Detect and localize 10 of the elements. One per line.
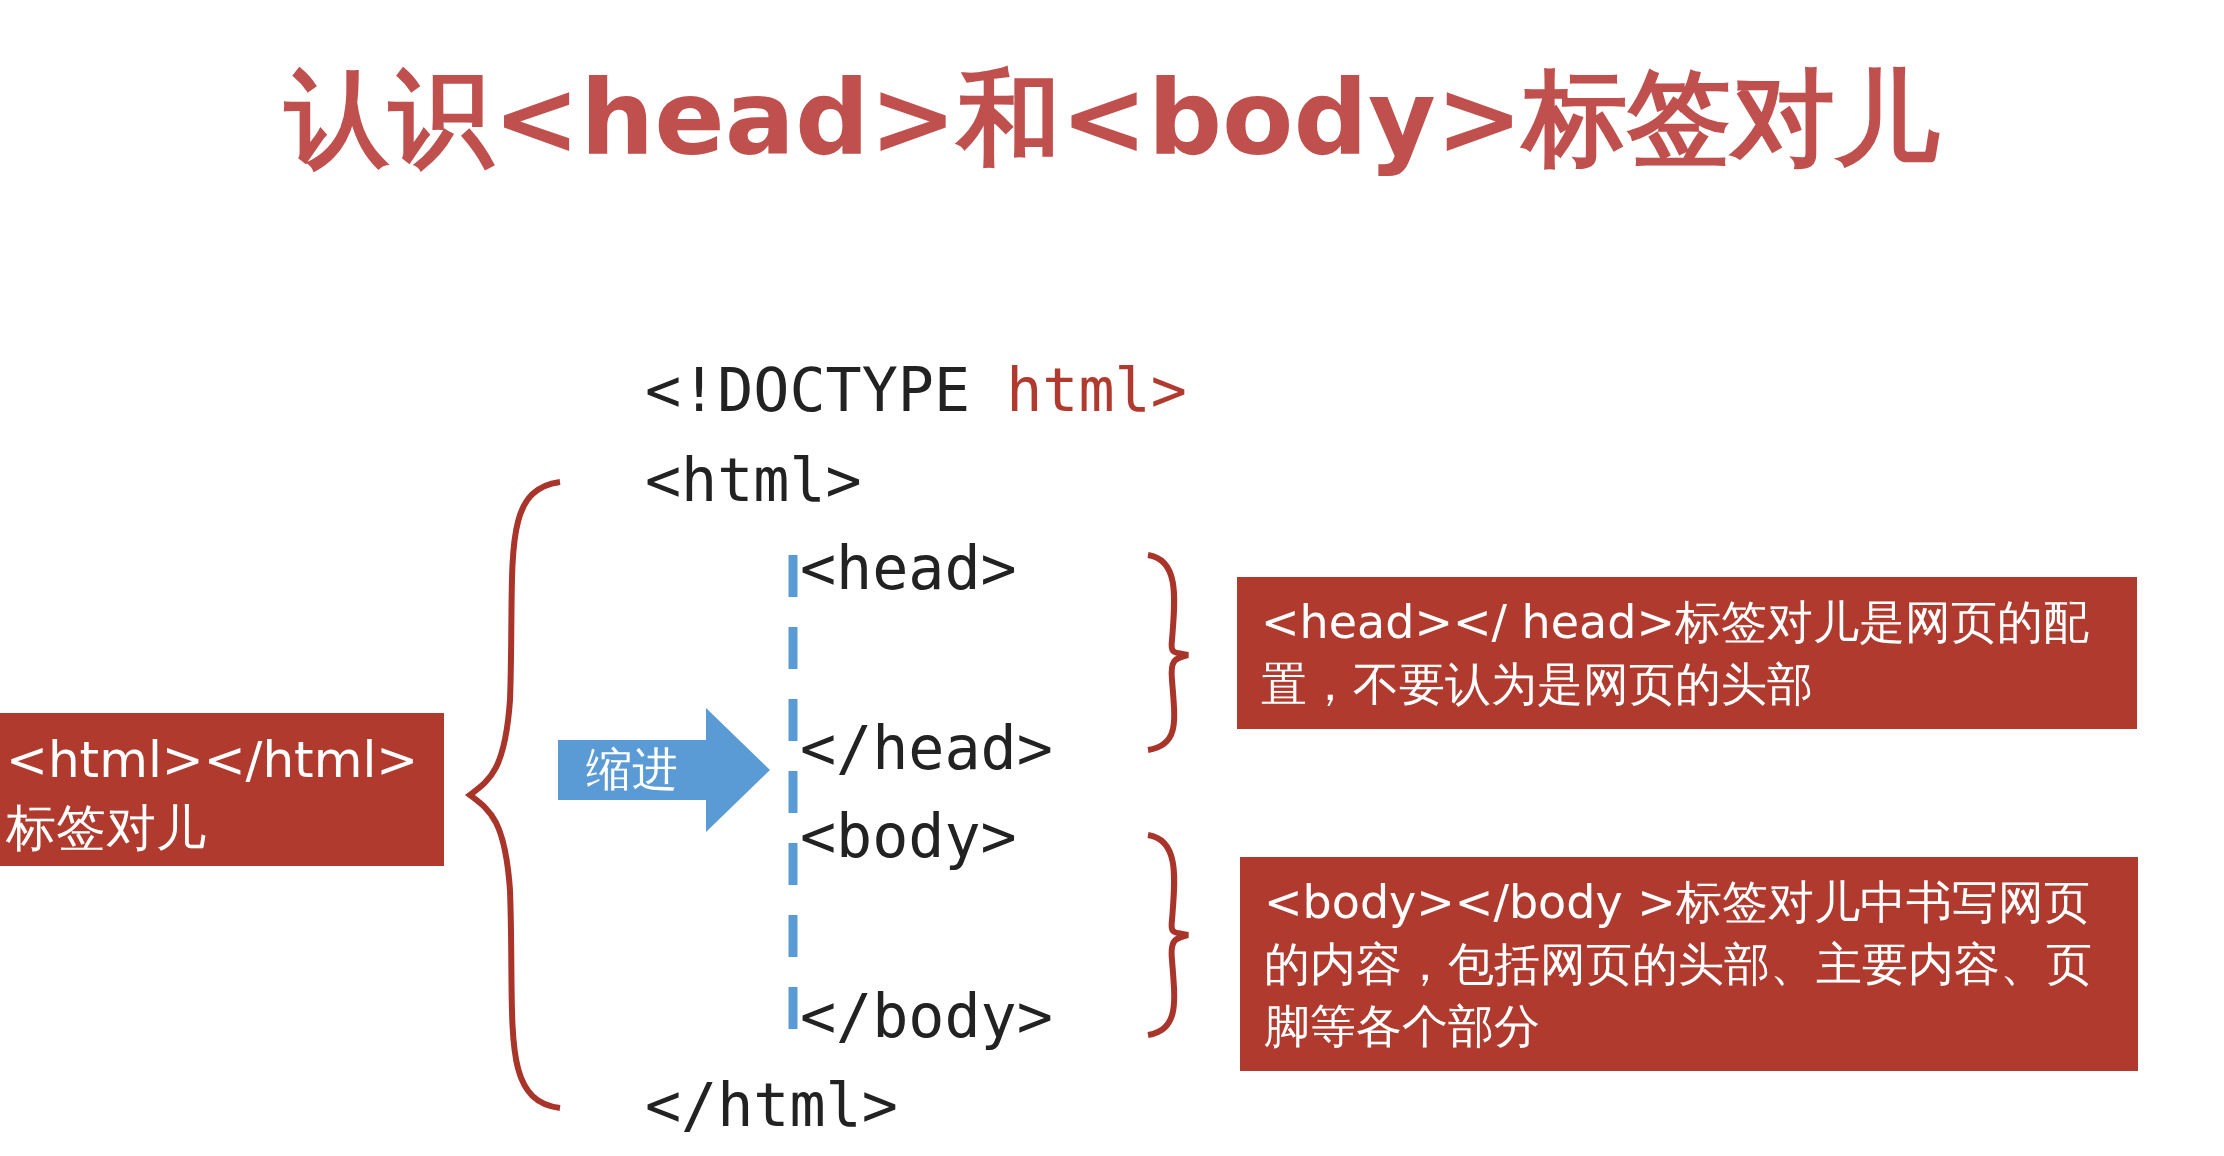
note-box: <head></ head>标签对儿是网页的配置，不要认为是网页的头部 bbox=[1237, 577, 2137, 729]
note-box: <body></body >标签对儿中书写网页的内容，包括网页的头部、主要内容、页脚等各个部分 bbox=[1240, 857, 2138, 1071]
arrow-shape: 缩进 bbox=[558, 708, 770, 832]
code-line: <html> bbox=[645, 450, 862, 510]
slide-title: 认识<head>和<body>标签对儿 bbox=[283, 56, 1941, 181]
code-line: </html> bbox=[645, 1075, 898, 1135]
code-line: </head> bbox=[800, 718, 1053, 778]
code-line: <!DOCTYPE html> bbox=[645, 360, 1187, 420]
code-line: <head> bbox=[800, 538, 1017, 598]
note-box: <html></html> 标签对儿 bbox=[0, 713, 444, 866]
